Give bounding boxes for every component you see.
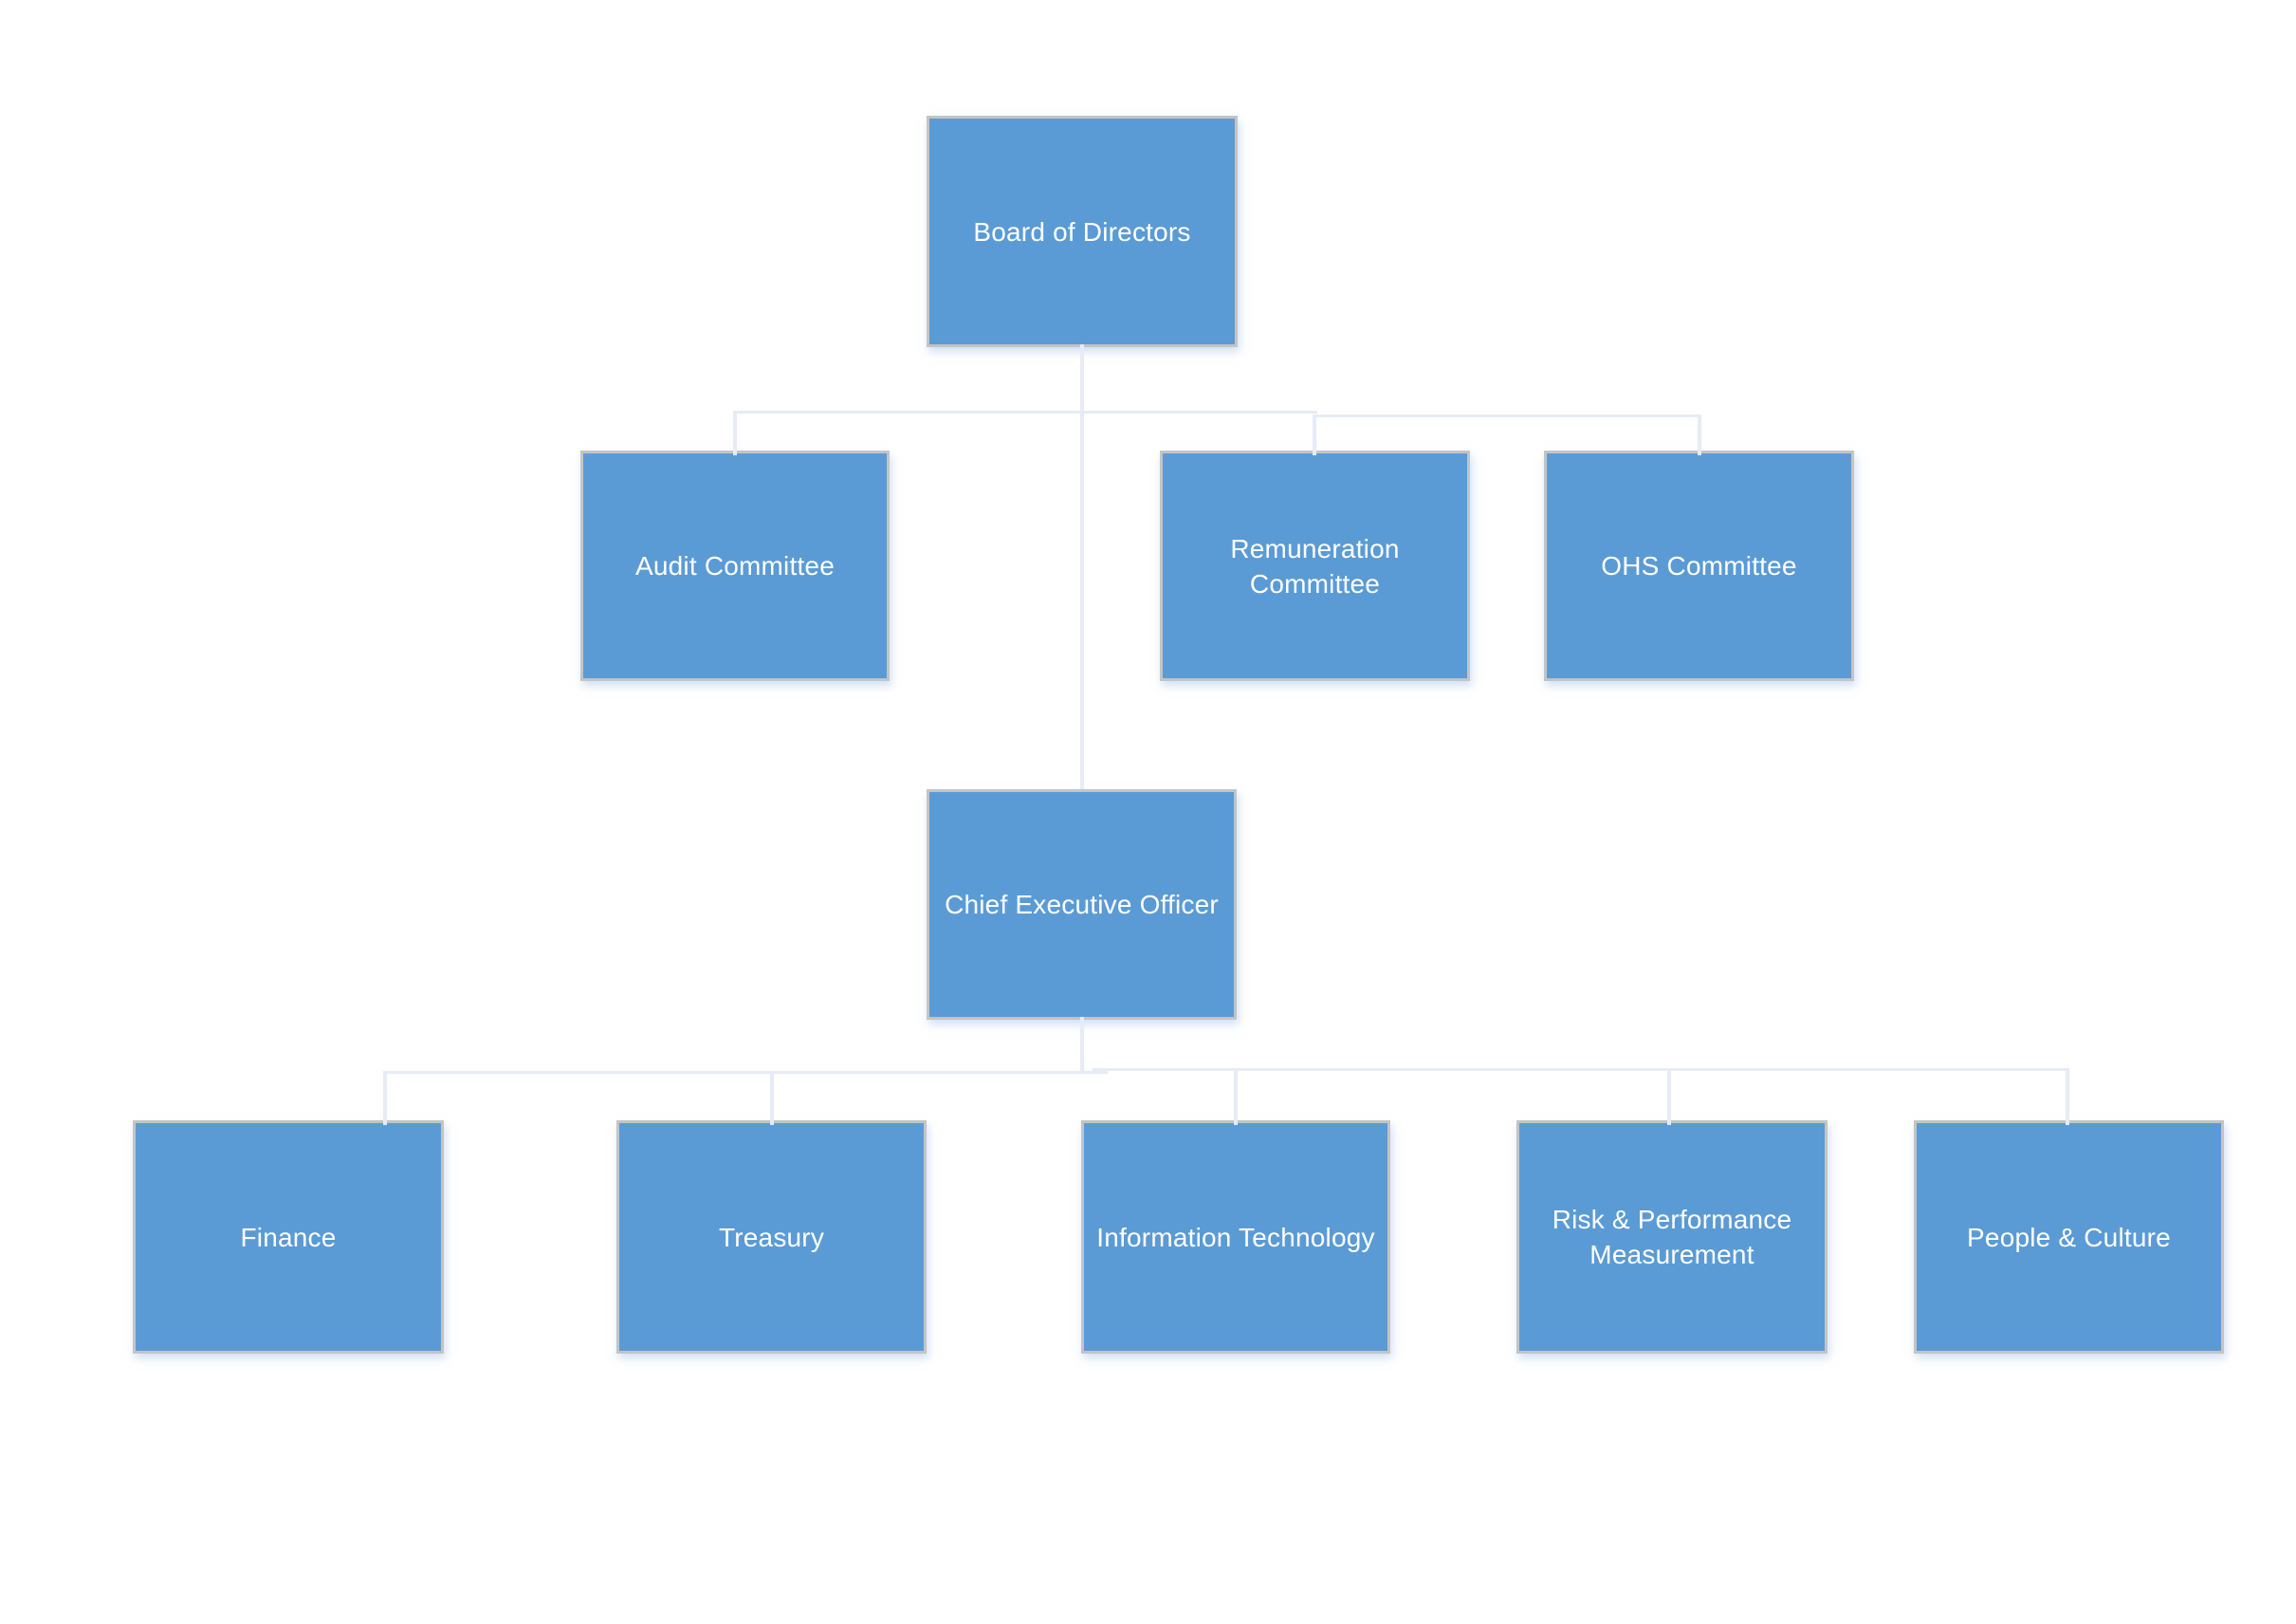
connector-line-horizontal [1093, 1068, 2069, 1071]
connector-line-vertical [1234, 1068, 1238, 1125]
org-node-label-line: Remuneration [1230, 533, 1400, 563]
org-node-label-line: Measurement [1589, 1240, 1754, 1269]
org-node-label: Chief Executive Officer [945, 887, 1219, 922]
connector-line-vertical [1698, 415, 1701, 455]
connector-line-vertical [1313, 415, 1316, 455]
connector-line-vertical [383, 1071, 387, 1125]
org-node-label: People & Culture [1967, 1220, 2171, 1255]
org-node-ohs-committee[interactable]: OHS Committee [1544, 451, 1854, 681]
connector-line-horizontal [733, 411, 1317, 414]
org-node-label: Information Technology [1096, 1220, 1374, 1255]
org-node-label: Treasury [719, 1220, 824, 1255]
org-node-finance[interactable]: Finance [133, 1120, 444, 1354]
org-node-label-line: Finance [240, 1222, 337, 1252]
connector-line-vertical [1080, 1017, 1084, 1071]
connector-line-vertical [1080, 344, 1084, 789]
org-node-audit-committee[interactable]: Audit Committee [580, 451, 890, 681]
org-node-treasury[interactable]: Treasury [616, 1120, 927, 1354]
connector-line-vertical [733, 411, 737, 455]
org-node-label-line: Information Technology [1096, 1222, 1375, 1252]
connector-line-horizontal [383, 1071, 1108, 1074]
org-node-label: Finance [240, 1220, 336, 1255]
org-node-label-line: Board of Directors [973, 216, 1191, 247]
org-node-board-of-directors[interactable]: Board of Directors [927, 116, 1238, 347]
connector-line-vertical [770, 1071, 774, 1125]
org-node-label-line: Audit Committee [635, 551, 835, 581]
connector-line-horizontal [1313, 415, 1700, 417]
org-node-information-technology[interactable]: Information Technology [1081, 1120, 1390, 1354]
org-node-label-line: OHS Committee [1601, 551, 1797, 581]
org-node-chief-executive-officer[interactable]: Chief Executive Officer [927, 789, 1237, 1020]
org-node-people-culture[interactable]: People & Culture [1914, 1120, 2224, 1354]
connector-line-vertical [1667, 1068, 1671, 1125]
org-node-label-line: People & Culture [1967, 1222, 2171, 1252]
connector-line-vertical [2066, 1068, 2069, 1125]
org-node-label-line: Risk & Performance [1552, 1205, 1792, 1234]
org-node-label: OHS Committee [1601, 548, 1796, 583]
org-node-label: Audit Committee [635, 548, 835, 583]
org-node-label-line: Chief Executive Officer [945, 890, 1219, 919]
org-node-label-line: Committee [1249, 568, 1381, 599]
org-node-label-line: Treasury [718, 1222, 825, 1252]
org-node-label: Board of Directors [973, 214, 1190, 249]
